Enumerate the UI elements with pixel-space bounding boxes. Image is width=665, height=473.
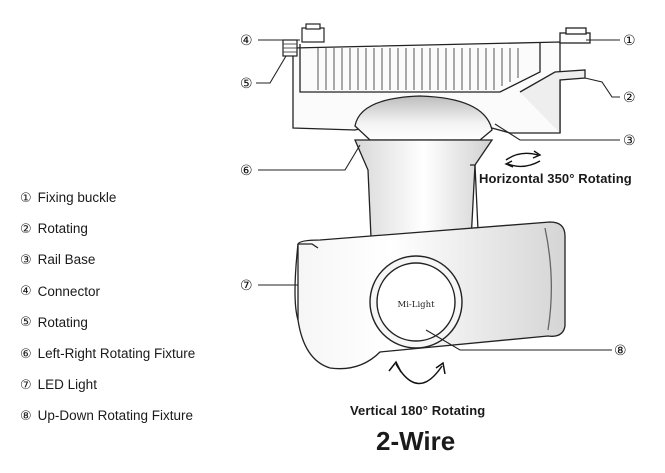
legend-label: Rail Base <box>37 252 96 268</box>
legend-item: ⑥ Left-Right Rotating Fixture <box>20 338 195 369</box>
legend-number: ③ <box>20 251 32 267</box>
legend-number: ⑥ <box>20 345 32 361</box>
callout-6: ⑥ <box>240 163 253 179</box>
callout-5: ⑤ <box>240 76 253 92</box>
leader-lines <box>256 39 620 351</box>
page-title: 2-Wire <box>376 426 456 456</box>
callout-markers: ④ ⑤ ① ② ③ ⑥ ⑦ ⑧ <box>240 33 636 359</box>
legend-label: LED Light <box>37 377 97 393</box>
callout-4: ④ <box>240 33 253 49</box>
legend-item: ⑤ Rotating <box>20 307 195 338</box>
legend-label: Rotating <box>37 221 88 237</box>
brand-logo: Mi-Light <box>398 300 436 310</box>
legend-item: ② Rotating <box>20 213 195 244</box>
legend-number: ⑧ <box>20 407 32 423</box>
legend-number: ⑦ <box>20 376 32 392</box>
callout-3: ③ <box>623 133 636 149</box>
rail-base <box>292 27 591 134</box>
connector <box>282 23 325 57</box>
callout-8: ⑧ <box>614 343 627 359</box>
legend-label: Up-Down Rotating Fixture <box>37 408 193 424</box>
callout-7: ⑦ <box>240 278 253 294</box>
legend-label: Connector <box>37 283 100 299</box>
horizontal-rotation-caption: Horizontal 350° Rotating <box>479 171 632 186</box>
parts-legend: ① Fixing buckle ② Rotating ③ Rail Base ④ Con… <box>20 182 195 432</box>
legend-label: Left-Right Rotating Fixture <box>37 346 196 362</box>
legend-item: ④ Connector <box>20 276 195 307</box>
legend-number: ① <box>20 189 32 205</box>
legend-item: ⑦ LED Light <box>20 369 195 400</box>
legend-number: ④ <box>20 283 32 299</box>
callout-2: ② <box>623 90 636 106</box>
up-down-rotating-fixture: Mi-Light <box>369 255 463 349</box>
legend-label: Fixing buckle <box>37 190 117 206</box>
horizontal-rotation-arrow-icon <box>504 150 542 168</box>
legend-label: Rotating <box>37 314 88 330</box>
vertical-rotation-caption: Vertical 180° Rotating <box>350 403 486 418</box>
legend-item: ① Fixing buckle <box>20 182 195 213</box>
legend-number: ⑤ <box>20 314 32 330</box>
vertical-rotation-arrow-icon <box>388 360 446 385</box>
legend-number: ② <box>20 220 32 236</box>
legend-item: ③ Rail Base <box>20 244 195 275</box>
dome-joint <box>354 95 493 141</box>
legend-item: ⑧ Up-Down Rotating Fixture <box>20 400 195 431</box>
callout-1: ① <box>623 33 636 49</box>
